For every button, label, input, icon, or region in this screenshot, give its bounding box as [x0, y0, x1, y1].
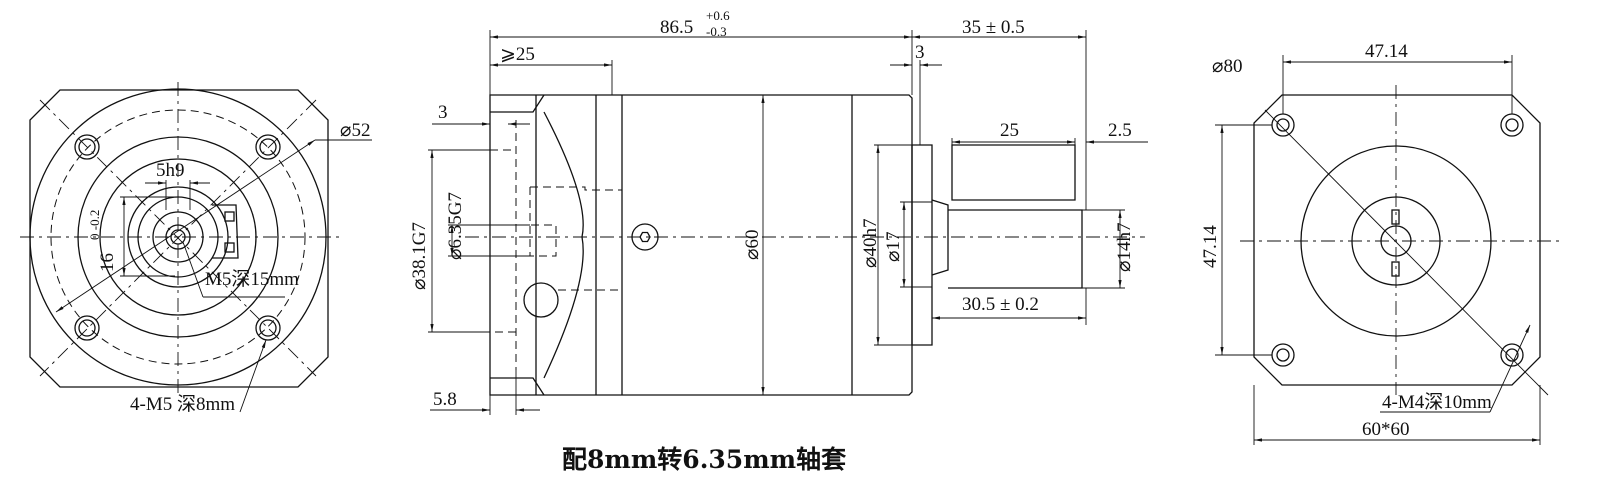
shaft-dia-label: ⌀14h7 — [1114, 223, 1135, 272]
pilot-dia-label: ⌀40h7 — [860, 219, 881, 268]
center-thread-label: M5深15mm — [205, 268, 299, 290]
side-view: 86.5 +0.6 -0.3 35 ± 0.5 ⩾25 3 3 ⌀38.1G7 … — [409, 8, 1148, 415]
key-width-label: 5h9 — [156, 160, 185, 181]
bolt-circle-label: ⌀80 — [1212, 56, 1242, 77]
overall-length-label: 86.5 — [660, 17, 693, 38]
key-offset-label: 2.5 — [1108, 120, 1132, 141]
shaft-usable-label: 30.5 ± 0.2 — [962, 294, 1039, 315]
body-dia-label: ⌀60 — [742, 230, 763, 260]
hole-spacing-v-label: 47.14 — [1200, 225, 1221, 268]
min-insert-label: ⩾25 — [500, 44, 535, 65]
hole-spacing-h-label: 47.14 — [1365, 41, 1408, 62]
mount-holes-label: 4-M5 深8mm — [130, 393, 235, 415]
shaft-length-label: 35 ± 0.5 — [962, 17, 1025, 38]
square-size-label: 60*60 — [1362, 419, 1410, 440]
front-view: 5h9 16 0 -0.2 ⌀52 M5深15mm 4-M5 深8mm — [20, 82, 372, 415]
caption: 配8mm转6.35mm轴套 — [562, 445, 847, 474]
flange-thk-label: 3 — [915, 42, 925, 63]
recess-label: 3 — [438, 102, 448, 123]
key-length-label: 25 — [1000, 120, 1019, 141]
bore-pilot-dia-label: ⌀38.1G7 — [409, 222, 430, 290]
input-dia-label: ⌀6.35G7 — [445, 192, 466, 260]
rear-view: ⌀80 47.14 47.14 4-M4深10mm 60*60 — [1200, 41, 1560, 445]
rear-holes-label: 4-M4深10mm — [1382, 391, 1492, 413]
key-height-tol: 0 -0.2 — [87, 210, 102, 240]
shoulder-dia-label: ⌀17 — [883, 232, 904, 262]
overall-tol-upper: +0.6 — [706, 8, 730, 23]
front-dia-label: ⌀52 — [340, 120, 370, 141]
key-height-label: 16 — [97, 253, 118, 272]
offset-label: 5.8 — [433, 389, 457, 410]
overall-tol-lower: -0.3 — [706, 24, 727, 39]
